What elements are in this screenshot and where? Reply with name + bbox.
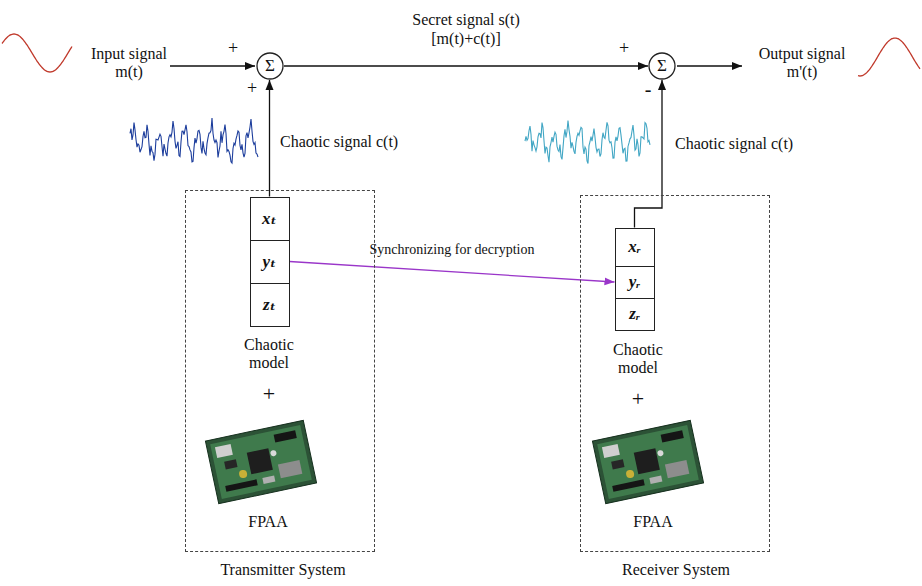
state-variable: zₜ	[263, 295, 276, 315]
state-variable: yₜ	[263, 252, 277, 272]
block-caption: Chaotic model	[601, 341, 675, 378]
sign: +	[619, 38, 629, 59]
signal-arrow	[635, 80, 663, 228]
block-caption: Chaotic model	[232, 336, 306, 373]
state-variable-cell: xᵣ	[615, 228, 655, 267]
signal-name: Chaotic signal c(t)	[280, 133, 398, 151]
sign: +	[247, 78, 257, 99]
state-variable-cell: zₜ	[250, 283, 290, 327]
plus-sign: +	[263, 381, 275, 406]
summing-junction: Σ	[648, 52, 676, 80]
fpaa-board	[592, 420, 703, 503]
sync-arrow	[290, 262, 615, 283]
sine-wave	[2, 34, 72, 72]
state-variable: xᵣ	[628, 237, 640, 257]
chaotic-waveform	[525, 121, 650, 164]
sine-wave	[858, 38, 920, 76]
signal-name: Chaotic signal c(t)	[675, 135, 793, 153]
sign: -	[645, 78, 652, 101]
signal-name: Output signal m'(t)	[749, 45, 855, 82]
signal-arrow	[269, 80, 270, 197]
summation-symbol: Σ	[265, 56, 275, 76]
fpaa-board	[205, 420, 316, 503]
state-variable-cell: zᵣ	[615, 298, 655, 331]
junction-circle	[649, 53, 675, 79]
plus-sign: +	[632, 386, 644, 411]
summation-symbol: Σ	[657, 56, 667, 76]
system-caption: Transmitter System	[220, 561, 345, 579]
state-variable: zᵣ	[629, 304, 639, 324]
state-variable-cell: yₜ	[250, 240, 290, 284]
input-wire	[170, 65, 255, 66]
system-caption: Receiver System	[622, 561, 730, 579]
connector-label: Synchronizing for decryption	[370, 242, 535, 258]
board-caption: FPAA	[633, 513, 672, 531]
state-variable: xₜ	[262, 209, 277, 229]
state-variable: yᵣ	[629, 272, 640, 292]
signal-name: Input signal m(t)	[84, 45, 174, 82]
connector-label: Secret signal s(t) [m(t)+c(t)]	[396, 11, 536, 48]
output-wire	[677, 65, 742, 66]
junction-circle	[257, 53, 283, 79]
state-variable-cell: yᵣ	[615, 266, 655, 299]
chaotic-waveform	[130, 118, 258, 163]
receiver-system-box: Chaotic model+FPAAReceiver Systemxᵣyᵣzᵣ	[580, 195, 770, 552]
signal-arrow	[284, 65, 648, 66]
transmitter-system-box: Chaotic model+FPAATransmitter Systemxₜyₜ…	[185, 190, 375, 552]
board-caption: FPAA	[248, 513, 287, 531]
state-variable-cell: xₜ	[250, 197, 290, 241]
sign: +	[228, 38, 238, 59]
summing-junction: Σ	[256, 52, 284, 80]
